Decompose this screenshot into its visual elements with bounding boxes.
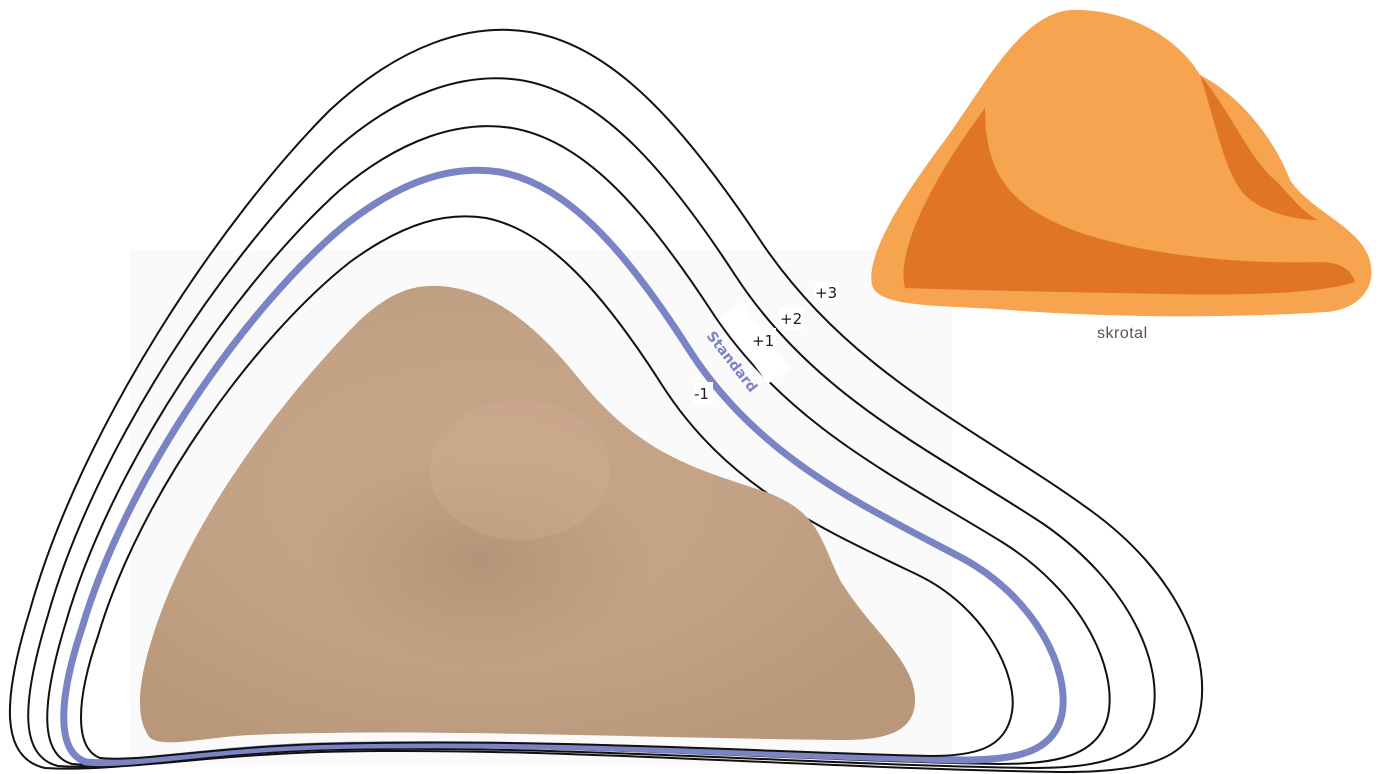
size-label-plus1: +1 — [752, 332, 774, 350]
skrotal-caption: skrotal — [1097, 325, 1148, 342]
size-label-plus3: +3 — [815, 284, 837, 302]
size-label-plus2: +2 — [780, 310, 802, 328]
size-label-minus1: -1 — [694, 385, 709, 403]
skrotal-shape-icon — [871, 10, 1371, 316]
